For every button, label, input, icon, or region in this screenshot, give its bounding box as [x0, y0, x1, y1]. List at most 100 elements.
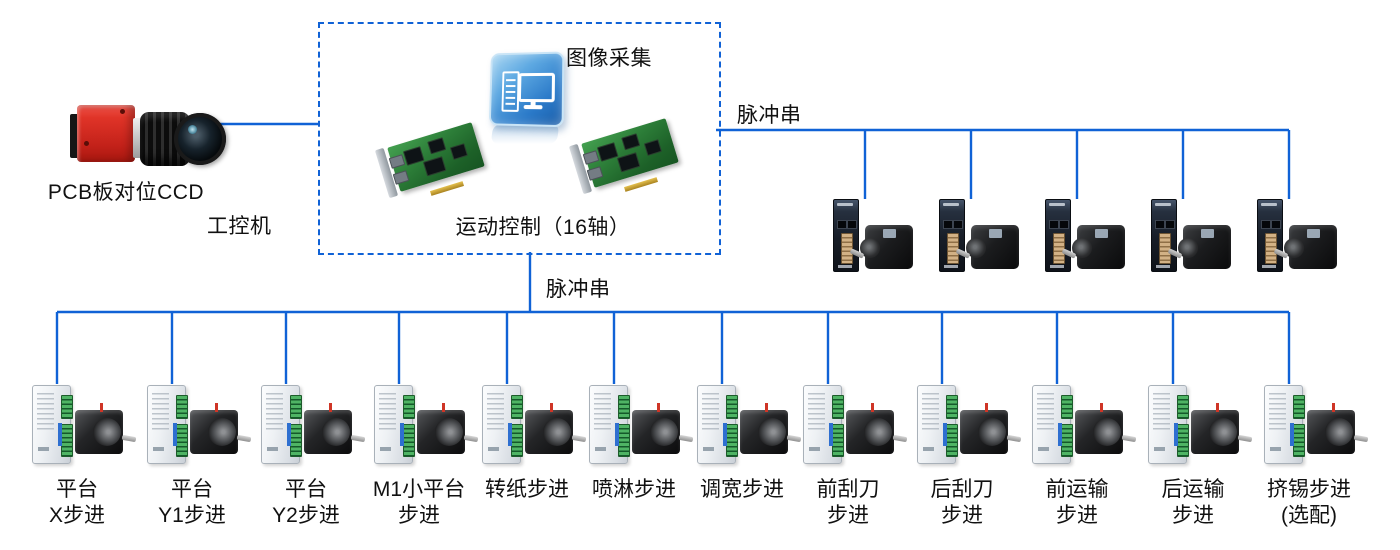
- stepper-driver: [1032, 385, 1073, 464]
- driver-connector: [511, 424, 523, 457]
- motor-shaft: [121, 434, 137, 443]
- driver-connector: [1061, 424, 1073, 457]
- driver-connector: [618, 395, 630, 419]
- servo-motor: [955, 225, 1019, 269]
- stepper-driver: [147, 385, 188, 464]
- motor-shaft: [1121, 434, 1137, 443]
- motor-shaft: [892, 434, 908, 443]
- motion-control-label: 运动控制（16轴）: [455, 216, 631, 239]
- driver-connector: [403, 395, 415, 419]
- stepper-label-line2: 步进: [827, 504, 869, 527]
- industrial-pc-box: [318, 22, 721, 255]
- stepper-motor: [525, 403, 587, 454]
- stepper-label: 平台 X步进: [15, 477, 139, 529]
- stepper-label-line1: 转纸步进: [485, 478, 569, 501]
- driver-connector: [511, 395, 523, 419]
- driver-connector: [832, 395, 844, 419]
- stepper-motor: [417, 403, 479, 454]
- stepper-driver: [697, 385, 738, 464]
- servo-driver: [1045, 199, 1071, 272]
- servo-driver: [1151, 199, 1177, 272]
- pulse-train-bottom-label: 脉冲串: [546, 278, 611, 301]
- stepper-driver: [589, 385, 630, 464]
- servo-drive-unit: [1253, 197, 1365, 275]
- stepper-unit: 平台 Y2步进: [254, 383, 366, 533]
- pc-base-glyph: [523, 104, 543, 110]
- servo-motor: [1167, 225, 1231, 269]
- stepper-driver: [917, 385, 958, 464]
- servo-drive-unit: [829, 197, 941, 275]
- card-gold-edge: [430, 181, 464, 196]
- card-gold-edge: [624, 177, 658, 192]
- driver-connector: [1177, 395, 1189, 419]
- stepper-label-line2: Y1步进: [158, 504, 226, 527]
- stepper-label-line1: 平台: [56, 478, 98, 501]
- driver-connector: [1293, 395, 1305, 419]
- camera-label: PCB板对位CCD: [47, 181, 205, 204]
- stepper-driver: [374, 385, 415, 464]
- icon-reflection: [490, 124, 560, 144]
- stepper-driver: [1148, 385, 1189, 464]
- stepper-label-line2: 步进: [941, 504, 983, 527]
- ccd-camera-image: [70, 101, 226, 173]
- stepper-label-line2: Y2步进: [272, 504, 340, 527]
- stepper-motor: [190, 403, 252, 454]
- stepper-label: 喷淋步进: [572, 477, 696, 503]
- motor-shaft: [1353, 434, 1369, 443]
- motor-shaft: [1237, 434, 1253, 443]
- driver-connector: [403, 424, 415, 457]
- stepper-unit: 后运输 步进: [1141, 383, 1253, 533]
- motor-shaft: [1006, 434, 1022, 443]
- stepper-label-line1: 平台: [285, 478, 327, 501]
- stepper-unit: 后刮刀 步进: [910, 383, 1022, 533]
- stepper-label-line2: 步进: [1056, 504, 1098, 527]
- image-capture-label: 图像采集: [566, 47, 652, 70]
- stepper-motor: [740, 403, 802, 454]
- driver-connector: [832, 424, 844, 457]
- stepper-label: 调宽步进: [680, 477, 804, 503]
- stepper-label: 前运输 步进: [1015, 477, 1139, 529]
- stepper-unit: 调宽步进: [690, 383, 802, 533]
- stepper-unit: M1小平台 步进: [367, 383, 479, 533]
- camera-screw: [84, 141, 89, 146]
- servo-drive-unit: [1041, 197, 1153, 275]
- stepper-unit: 平台 Y1步进: [140, 383, 252, 533]
- driver-connector: [61, 424, 73, 457]
- pulse-train-top-label: 脉冲串: [737, 104, 802, 127]
- stepper-unit: 前刮刀 步进: [796, 383, 908, 533]
- driver-connector: [1061, 395, 1073, 419]
- servo-driver: [833, 199, 859, 272]
- stepper-driver: [261, 385, 302, 464]
- stepper-label: M1小平台 步进: [357, 477, 481, 529]
- driver-connector: [946, 395, 958, 419]
- servo-driver: [939, 199, 965, 272]
- stepper-motor: [1075, 403, 1137, 454]
- stepper-motor: [1307, 403, 1369, 454]
- driver-connector: [176, 424, 188, 457]
- driver-connector: [726, 424, 738, 457]
- servo-drive-unit: [1147, 197, 1259, 275]
- stepper-label: 挤锡步进 (选配): [1247, 477, 1371, 529]
- stepper-label-line1: 前运输: [1045, 478, 1109, 501]
- stepper-label: 转纸步进: [465, 477, 589, 503]
- pc-monitor-glyph: [517, 72, 556, 103]
- stepper-motor: [960, 403, 1022, 454]
- stepper-motor: [1191, 403, 1253, 454]
- servo-drive-unit: [935, 197, 1047, 275]
- stepper-label-line1: 调宽步进: [700, 478, 784, 501]
- camera-back-plate: [70, 114, 79, 158]
- stepper-unit: 挤锡步进 (选配): [1257, 383, 1369, 533]
- stepper-label-line1: 后刮刀: [930, 478, 994, 501]
- motor-shaft: [350, 434, 366, 443]
- camera-lens-glint: [188, 125, 197, 134]
- stepper-label-line2: (选配): [1281, 504, 1337, 527]
- stepper-label-line2: X步进: [48, 504, 105, 527]
- stepper-label: 平台 Y2步进: [244, 477, 368, 529]
- camera-lens-glass: [174, 113, 226, 165]
- stepper-unit: 前运输 步进: [1025, 383, 1137, 533]
- stepper-unit: 平台 X步进: [25, 383, 137, 533]
- stepper-label-line1: 前刮刀: [816, 478, 880, 501]
- driver-connector: [726, 395, 738, 419]
- camera-body: [77, 105, 135, 162]
